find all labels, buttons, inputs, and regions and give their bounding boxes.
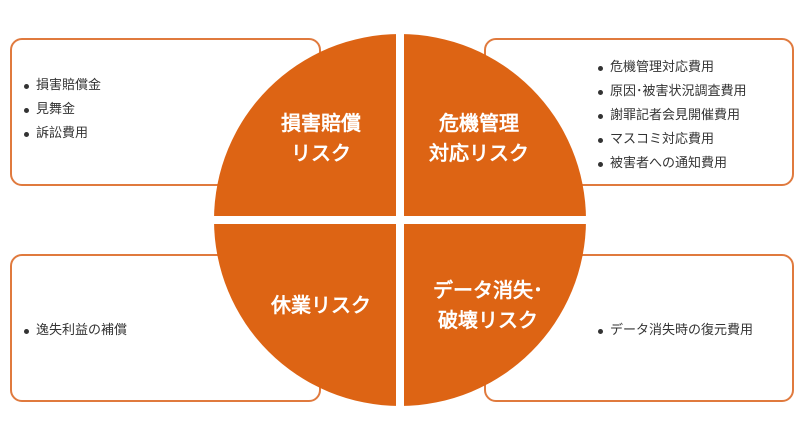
data-loss-risk-label: データ消失･ 破壊リスク	[433, 278, 543, 332]
list-item: 訴訟費用	[22, 122, 101, 146]
list-item: 原因･被害状況調査費用	[596, 80, 747, 104]
list-item: 逸失利益の補償	[22, 319, 127, 343]
list-item: 謝罪記者会見開催費用	[596, 104, 747, 128]
data-loss-cost-list: データ消失時の復元費用	[596, 319, 753, 343]
damages-cost-list: 損害賠償金 見舞金 訴訟費用	[22, 74, 101, 146]
list-item: 危機管理対応費用	[596, 56, 747, 80]
business-interruption-risk-label: 休業リスク	[271, 293, 371, 317]
horizontal-divider	[210, 216, 590, 224]
business-interruption-cost-list: 逸失利益の補償	[22, 319, 127, 343]
list-item: マスコミ対応費用	[596, 128, 747, 152]
list-item: データ消失時の復元費用	[596, 319, 753, 343]
list-item: 損害賠償金	[22, 74, 101, 98]
crisis-response-risk-label: 危機管理 対応リスク	[429, 111, 529, 165]
list-item: 見舞金	[22, 98, 101, 122]
damages-risk-label: 損害賠償 リスク	[281, 111, 361, 165]
list-item: 被害者への通知費用	[596, 152, 747, 176]
crisis-cost-list: 危機管理対応費用 原因･被害状況調査費用 謝罪記者会見開催費用 マスコミ対応費用…	[596, 56, 747, 176]
